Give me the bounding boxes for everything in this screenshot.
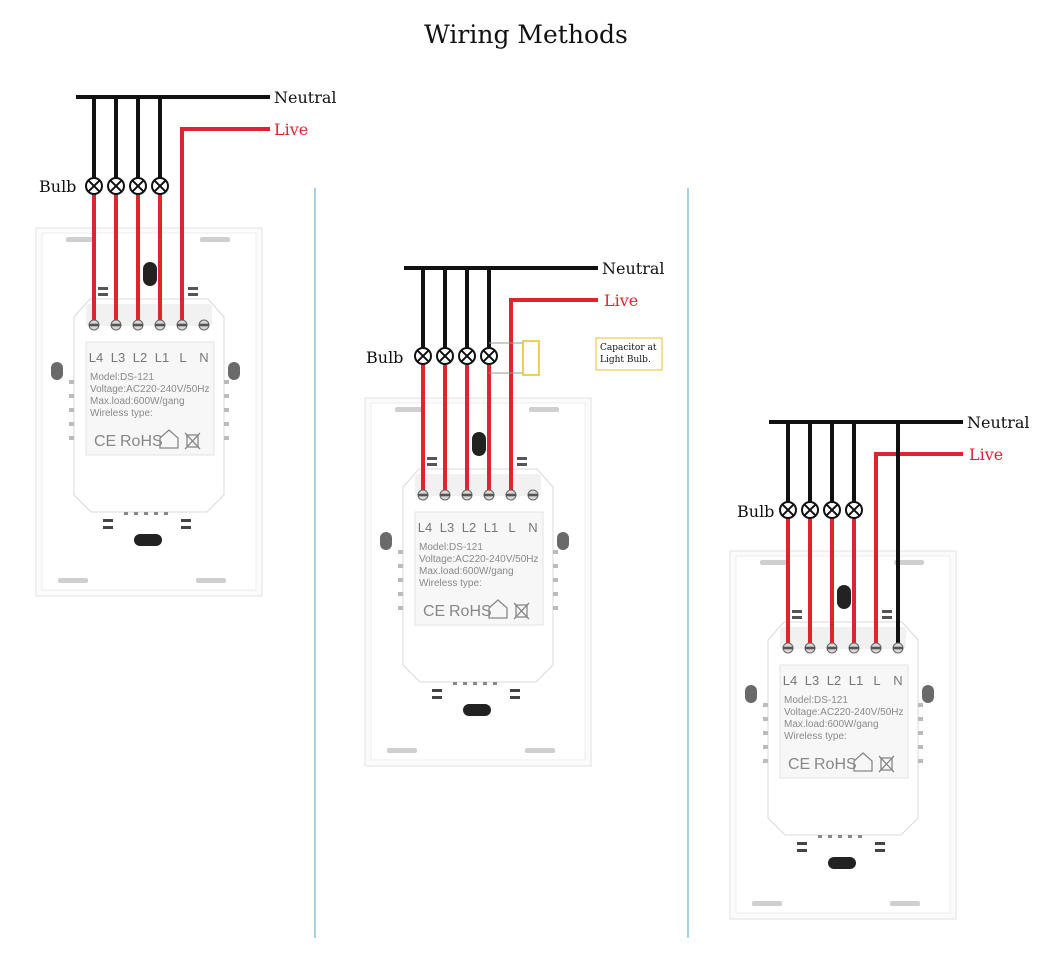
bulb-icon (129, 177, 147, 195)
bulb-icon (458, 347, 476, 365)
terminal-label: L2 (827, 673, 841, 688)
spec-model: Model:DS-121 (784, 695, 848, 706)
wheelie-bin-icon (878, 755, 895, 773)
terminal-label: L3 (440, 520, 454, 535)
terminal-label: L4 (89, 350, 103, 365)
terminal-label: L (179, 350, 186, 365)
capacitor-note-line2: Light Bulb. (600, 355, 651, 365)
terminal-labels: L4 L3 L2 L1 L N (89, 350, 209, 365)
spec-max-load: Max.load:600W/gang (419, 566, 514, 577)
terminal-label: L1 (155, 350, 169, 365)
ce-mark: CE (94, 433, 116, 450)
terminal-labels: L4 L3 L2 L1 L N (783, 673, 903, 688)
bulb-icon (436, 347, 454, 365)
terminal-label: L4 (783, 673, 797, 688)
terminal-label: L2 (462, 520, 476, 535)
wheelie-bin-icon (513, 602, 530, 620)
ce-mark: CE (423, 603, 445, 620)
neutral-label: Neutral (602, 259, 665, 278)
capacitor-note: Capacitor at Light Bulb. (595, 337, 663, 371)
bulb-symbols (779, 501, 863, 519)
wheelie-bin-icon (184, 432, 201, 450)
spec-model: Model:DS-121 (90, 372, 154, 383)
bulb-label: Bulb (366, 348, 403, 367)
house-icon (488, 599, 508, 619)
wiring-method-3: Neutral Live Bulb L4 L3 L2 L1 L N Model:… (729, 413, 1030, 920)
bulb-icon (779, 501, 797, 519)
rohs-mark: RoHS (449, 603, 492, 620)
bulb-icon (85, 177, 103, 195)
spec-max-load: Max.load:600W/gang (90, 396, 185, 407)
house-icon (853, 752, 873, 772)
wires (769, 420, 963, 643)
terminal-label: L3 (805, 673, 819, 688)
terminal-label: L1 (484, 520, 498, 535)
bulb-symbols (414, 347, 498, 365)
wires (404, 266, 598, 490)
live-label: Live (274, 120, 308, 139)
bulb-icon (823, 501, 841, 519)
capacitor-symbol (489, 340, 540, 376)
wires (76, 95, 270, 320)
wiring-method-1: Neutral Live Bulb L4 L3 L2 L1 L N Model:… (35, 88, 337, 597)
page-title: Wiring Methods (424, 20, 628, 49)
terminal-labels: L4 L3 L2 L1 L N (418, 520, 538, 535)
spec-wireless: Wireless type: (90, 408, 153, 419)
module-specs: Model:DS-121 Voltage:AC220-240V/50Hz Max… (784, 695, 904, 773)
spec-max-load: Max.load:600W/gang (784, 719, 879, 730)
switch-module (398, 457, 558, 716)
terminal-label: L (508, 520, 515, 535)
terminal-label: N (528, 520, 537, 535)
bulb-label: Bulb (39, 177, 76, 196)
rohs-mark: RoHS (120, 433, 163, 450)
spec-wireless: Wireless type: (784, 731, 847, 742)
bulb-icon (414, 347, 432, 365)
rohs-mark: RoHS (814, 756, 857, 773)
capacitor-note-line1: Capacitor at (600, 343, 657, 353)
live-label: Live (969, 445, 1003, 464)
spec-model: Model:DS-121 (419, 542, 483, 553)
wiring-method-2: Neutral Live Bulb Capacitor at Light Bul… (364, 259, 665, 767)
spec-wireless: Wireless type: (419, 578, 482, 589)
bulb-symbols (85, 177, 169, 195)
terminal-label: L4 (418, 520, 432, 535)
terminal-label: L3 (111, 350, 125, 365)
spec-voltage: Voltage:AC220-240V/50Hz (90, 384, 210, 395)
module-specs: Model:DS-121 Voltage:AC220-240V/50Hz Max… (90, 372, 210, 450)
terminal-label: L (873, 673, 880, 688)
spec-voltage: Voltage:AC220-240V/50Hz (784, 707, 904, 718)
terminal-label: N (893, 673, 902, 688)
live-label: Live (604, 291, 638, 310)
bulb-icon (480, 347, 498, 365)
terminal-label: L1 (849, 673, 863, 688)
terminal-label: L2 (133, 350, 147, 365)
bulb-icon (845, 501, 863, 519)
module-specs: Model:DS-121 Voltage:AC220-240V/50Hz Max… (419, 542, 539, 620)
bulb-icon (151, 177, 169, 195)
bulb-icon (107, 177, 125, 195)
neutral-label: Neutral (967, 413, 1030, 432)
spec-voltage: Voltage:AC220-240V/50Hz (419, 554, 539, 565)
neutral-label: Neutral (274, 88, 337, 107)
bulb-label: Bulb (737, 502, 774, 521)
bulb-icon (801, 501, 819, 519)
ce-mark: CE (788, 756, 810, 773)
terminal-label: N (199, 350, 208, 365)
house-icon (159, 429, 179, 449)
